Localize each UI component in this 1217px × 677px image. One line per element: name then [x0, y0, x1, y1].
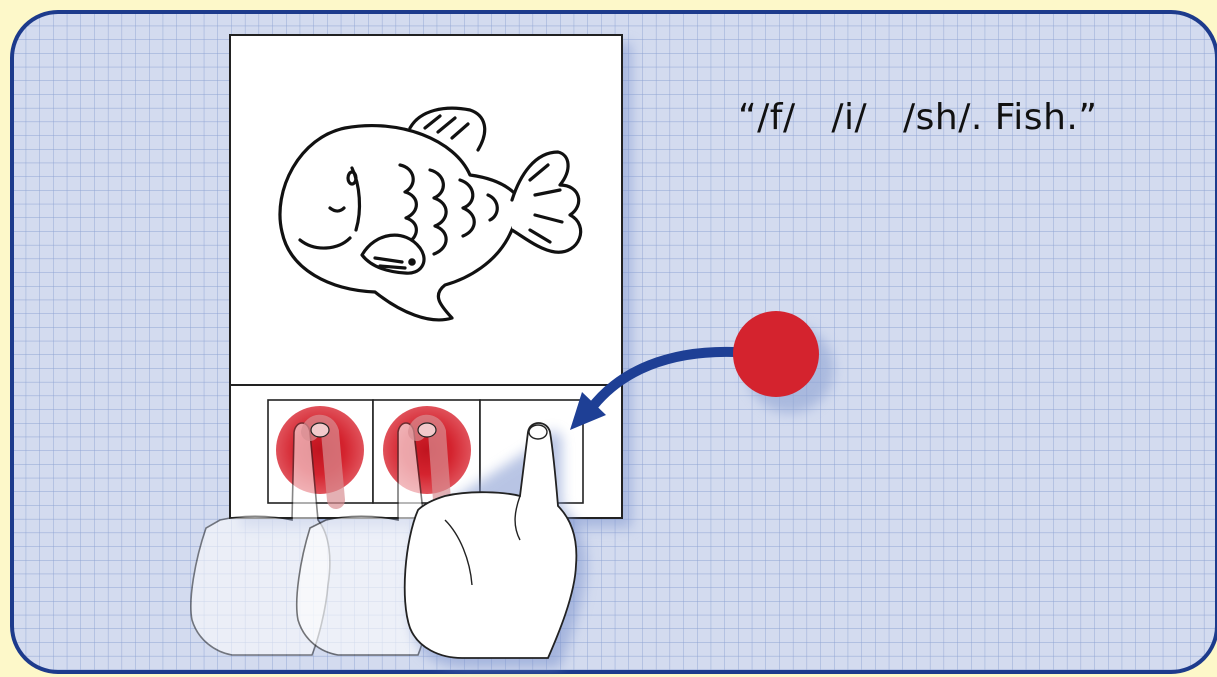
fish-icon [278, 106, 583, 322]
loose-counter[interactable] [733, 311, 819, 397]
phoneme-caption: “/f/ /i/ /sh/. Fish.” [738, 97, 1098, 138]
hand-pointer-icon [403, 422, 578, 659]
move-arrow-icon [570, 346, 740, 430]
